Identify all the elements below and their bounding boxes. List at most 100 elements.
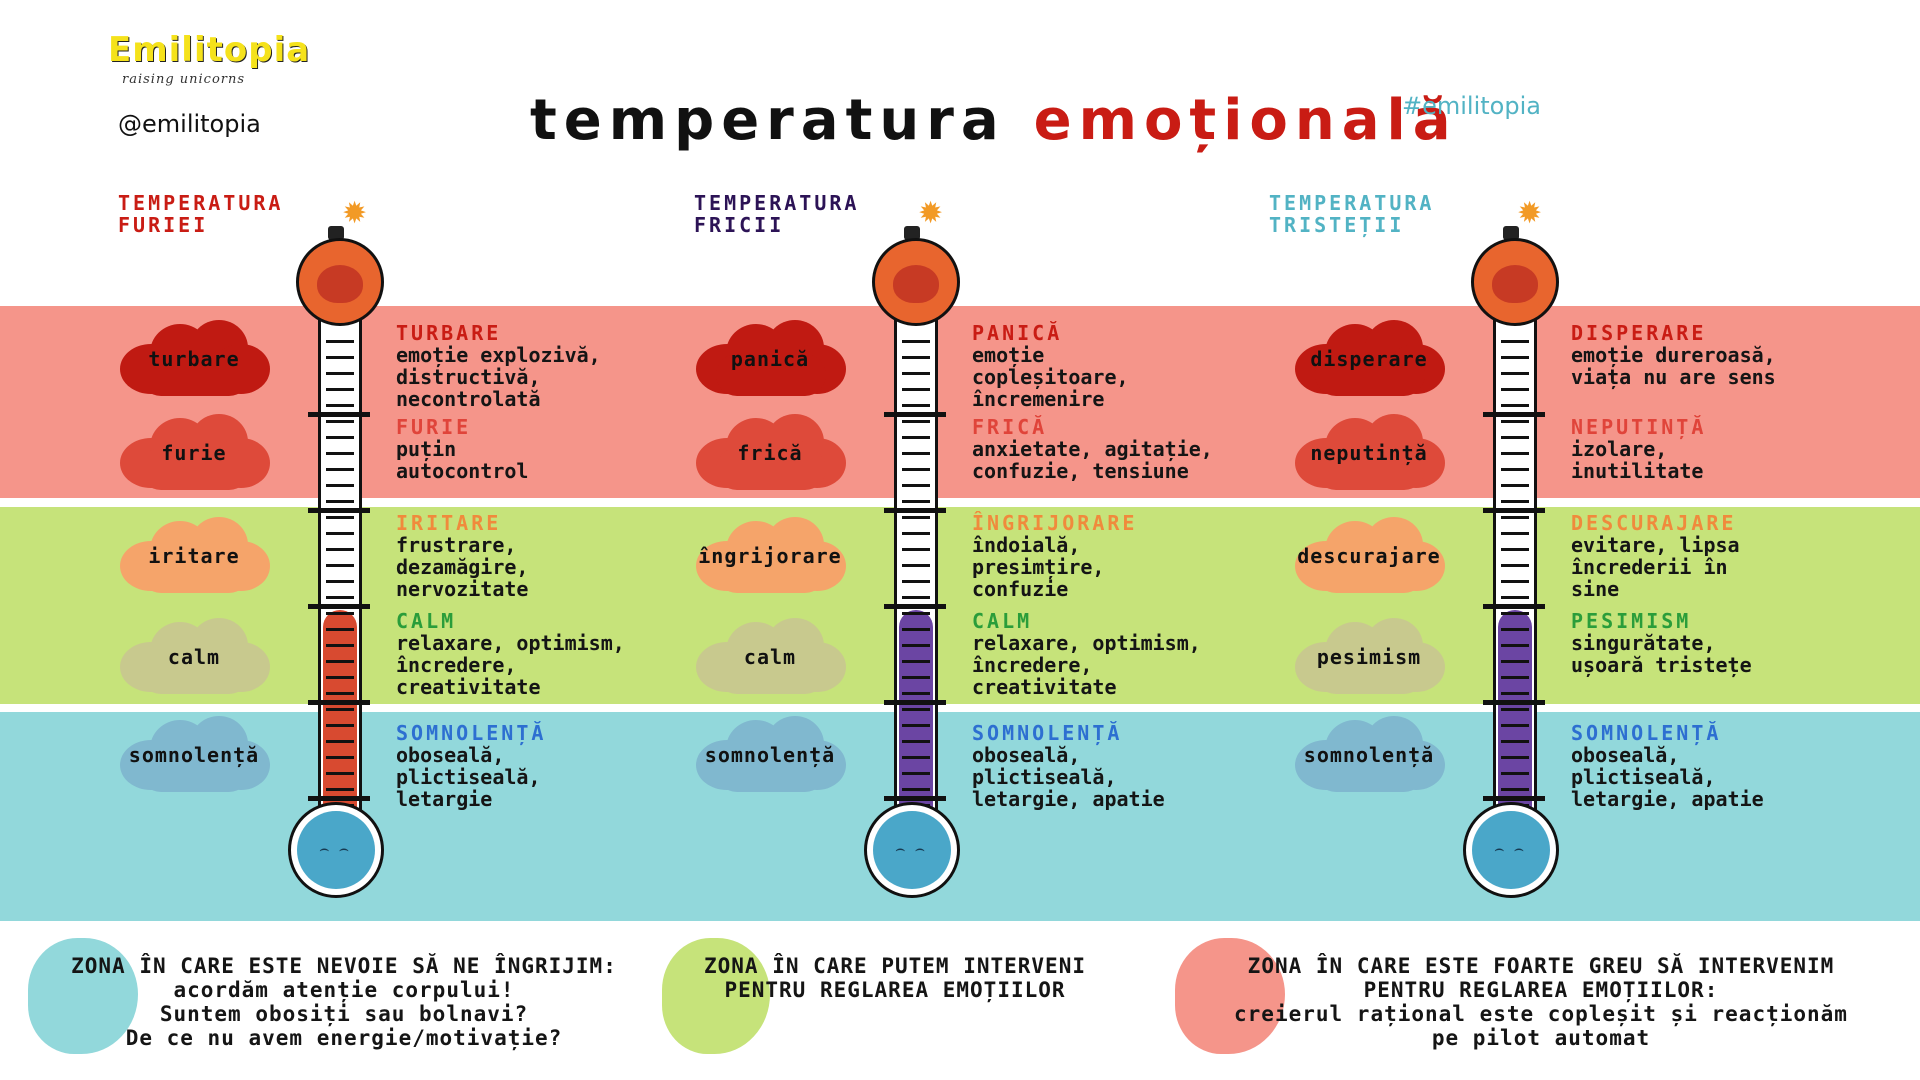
cloud-shape — [1315, 652, 1425, 694]
cloud-shape — [716, 354, 826, 396]
zone-divider — [1483, 508, 1545, 513]
tick-mark — [902, 628, 930, 631]
logo-tagline: raising unicorns — [122, 72, 246, 87]
tick-mark — [326, 452, 354, 455]
tick-mark — [902, 388, 930, 391]
zone-description-text: frustrare, dezamăgire, nervozitate — [396, 533, 529, 601]
zone-description-title: DESCURAJARE — [1571, 511, 1737, 535]
emotion-cloud: turbare — [118, 318, 270, 396]
emotion-cloud: furie — [118, 412, 270, 490]
tick-mark — [1501, 580, 1529, 583]
tick-mark — [326, 516, 354, 519]
zone-description-title: FURIE — [396, 415, 472, 439]
tick-mark — [902, 548, 930, 551]
tick-mark — [326, 404, 354, 407]
tick-mark — [902, 708, 930, 711]
earth-bulb-icon: ⌢ ⌢ — [288, 802, 384, 898]
emotion-cloud: descurajare — [1293, 515, 1445, 593]
sleepy-earth-icon: ⌢ ⌢ — [873, 811, 951, 889]
column-title: TEMPERATURA FRICII — [694, 191, 860, 237]
earth-face: ⌢ ⌢ — [1494, 839, 1527, 858]
cloud-label: furie — [161, 441, 227, 465]
tick-mark — [326, 756, 354, 759]
cloud-shape — [716, 750, 826, 792]
tick-mark — [326, 692, 354, 695]
tick-mark — [902, 420, 930, 423]
tick-mark — [326, 532, 354, 535]
sleepy-earth-icon: ⌢ ⌢ — [297, 811, 375, 889]
tick-mark — [1501, 548, 1529, 551]
zone-divider — [1483, 412, 1545, 417]
zone-divider — [308, 508, 370, 513]
tick-mark — [902, 788, 930, 791]
emotion-cloud: calm — [118, 616, 270, 694]
tick-mark — [902, 612, 930, 615]
legend-zone-text: ZONA ÎN CARE ESTE FOARTE GREU SĂ INTERVE… — [1234, 954, 1848, 1050]
title-part-1: temperatura — [530, 88, 1006, 153]
zone-description-text: evitare, lipsa încrederii în sine — [1571, 533, 1740, 601]
tick-mark — [1501, 340, 1529, 343]
emotion-cloud: frică — [694, 412, 846, 490]
tick-mark — [326, 708, 354, 711]
tick-mark — [1501, 692, 1529, 695]
tick-mark — [1501, 612, 1529, 615]
cloud-label: disperare — [1310, 347, 1428, 371]
emotion-cloud: pesimism — [1293, 616, 1445, 694]
cloud-shape — [716, 652, 826, 694]
zone-description-text: izolare, inutilitate — [1571, 437, 1704, 483]
zone-divider — [1483, 796, 1545, 801]
tick-mark — [326, 548, 354, 551]
zone-description-text: îndoială, presimțire, confuzie — [972, 533, 1105, 601]
tick-mark — [902, 452, 930, 455]
tick-mark — [1501, 372, 1529, 375]
cloud-label: somnolență — [1303, 743, 1435, 767]
tick-mark — [902, 596, 930, 599]
zone-divider — [308, 604, 370, 609]
cloud-shape — [140, 652, 250, 694]
tick-mark — [902, 724, 930, 727]
cloud-shape — [140, 750, 250, 792]
angry-bomb-face-icon — [872, 238, 960, 326]
tick-mark — [902, 500, 930, 503]
tick-mark — [326, 580, 354, 583]
tick-mark — [326, 372, 354, 375]
sleepy-earth-icon: ⌢ ⌢ — [1472, 811, 1550, 889]
emotion-cloud: panică — [694, 318, 846, 396]
zone-description-title: SOMNOLENȚĂ — [972, 721, 1123, 745]
tick-mark — [1501, 436, 1529, 439]
bomb-face — [893, 265, 939, 303]
emotion-cloud: somnolență — [694, 714, 846, 792]
zone-divider — [308, 796, 370, 801]
earth-bulb-icon: ⌢ ⌢ — [1463, 802, 1559, 898]
cloud-shape — [1315, 750, 1425, 792]
zone-description-text: relaxare, optimism, încredere, creativit… — [972, 631, 1201, 699]
thermometer: ✹⌢ ⌢ — [854, 190, 964, 910]
zone-description-text: puțin autocontrol — [396, 437, 529, 483]
hashtag: #emilitopia — [1402, 92, 1541, 120]
tick-mark — [1501, 756, 1529, 759]
tick-mark — [1501, 516, 1529, 519]
tick-mark — [1501, 404, 1529, 407]
cloud-shape — [1315, 551, 1425, 593]
tick-mark — [902, 372, 930, 375]
zone-description-title: NEPUTINȚĂ — [1571, 415, 1707, 439]
angry-bomb-face-icon — [1471, 238, 1559, 326]
column-title: TEMPERATURA FURIEI — [118, 191, 284, 237]
tick-mark — [902, 404, 930, 407]
tick-mark — [902, 532, 930, 535]
tick-mark — [326, 676, 354, 679]
tick-mark — [326, 772, 354, 775]
tick-mark — [326, 388, 354, 391]
zone-description-title: FRICĂ — [972, 415, 1048, 439]
cloud-shape — [140, 354, 250, 396]
tick-mark — [902, 772, 930, 775]
zone-description-text: emoție dureroasă, viața nu are sens — [1571, 343, 1776, 389]
earth-face: ⌢ ⌢ — [895, 839, 928, 858]
tick-mark — [326, 628, 354, 631]
tick-mark — [326, 788, 354, 791]
